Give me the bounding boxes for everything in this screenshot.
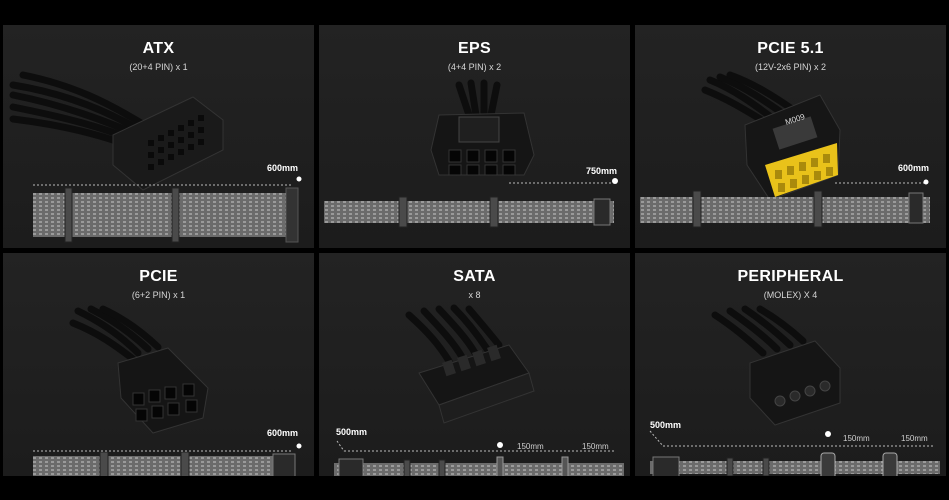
segment-length-label: 150mm bbox=[901, 434, 928, 443]
panel-subtitle: x 8 bbox=[468, 290, 481, 300]
cable-length-label: 600mm bbox=[898, 163, 930, 173]
cable-length-label: 600mm bbox=[267, 163, 299, 173]
panel-title: EPS bbox=[458, 40, 491, 57]
atx-cable-illustration bbox=[9, 71, 302, 243]
panel-peripheral: PERIPHERAL (MOLEX) X 4 500mm 1 bbox=[635, 253, 946, 476]
panel-title: PCIE bbox=[139, 268, 178, 285]
panel-sata: SATA x 8 bbox=[319, 253, 630, 476]
segment-length-label: 150mm bbox=[843, 434, 870, 443]
panel-atx: ATX (20+4 PIN) x 1 600mm bbox=[3, 25, 314, 248]
panel-pcie-5-1: PCIE 5.1 (12V-2x6 PIN) x 2 M009 bbox=[635, 25, 946, 248]
panel-subtitle: (4+4 PIN) x 2 bbox=[447, 62, 502, 72]
panel-pcie: PCIE (6+2 PIN) x 1 600mm bbox=[3, 253, 314, 476]
panel-subtitle: (6+2 PIN) x 1 bbox=[131, 290, 186, 300]
eps-cable-illustration bbox=[324, 79, 618, 228]
segment-length-label: 150mm bbox=[582, 442, 609, 451]
panel-subtitle: (MOLEX) X 4 bbox=[763, 290, 818, 300]
peripheral-cable-illustration bbox=[649, 305, 940, 476]
segment-length-label: 150mm bbox=[517, 442, 544, 451]
panel-title: PCIE 5.1 bbox=[757, 40, 824, 57]
panel-title: ATX bbox=[142, 40, 175, 57]
cable-length-label: 500mm bbox=[336, 427, 368, 437]
pcie-cable-illustration bbox=[33, 305, 302, 476]
panel-title: PERIPHERAL bbox=[737, 268, 844, 285]
cable-length-label: 750mm bbox=[586, 166, 618, 176]
cable-length-label: 500mm bbox=[650, 420, 682, 430]
panel-eps: EPS (4+4 PIN) x 2 750mm bbox=[319, 25, 630, 248]
panel-subtitle: (20+4 PIN) x 1 bbox=[129, 62, 188, 72]
sata-cable-illustration bbox=[334, 304, 624, 476]
panel-subtitle: (12V-2x6 PIN) x 2 bbox=[754, 62, 827, 72]
cable-grid: ATX (20+4 PIN) x 1 600mm bbox=[3, 25, 946, 476]
panel-title: SATA bbox=[453, 268, 496, 285]
cable-length-label: 600mm bbox=[267, 428, 299, 438]
pcie-5-1-cable-illustration bbox=[640, 71, 930, 228]
